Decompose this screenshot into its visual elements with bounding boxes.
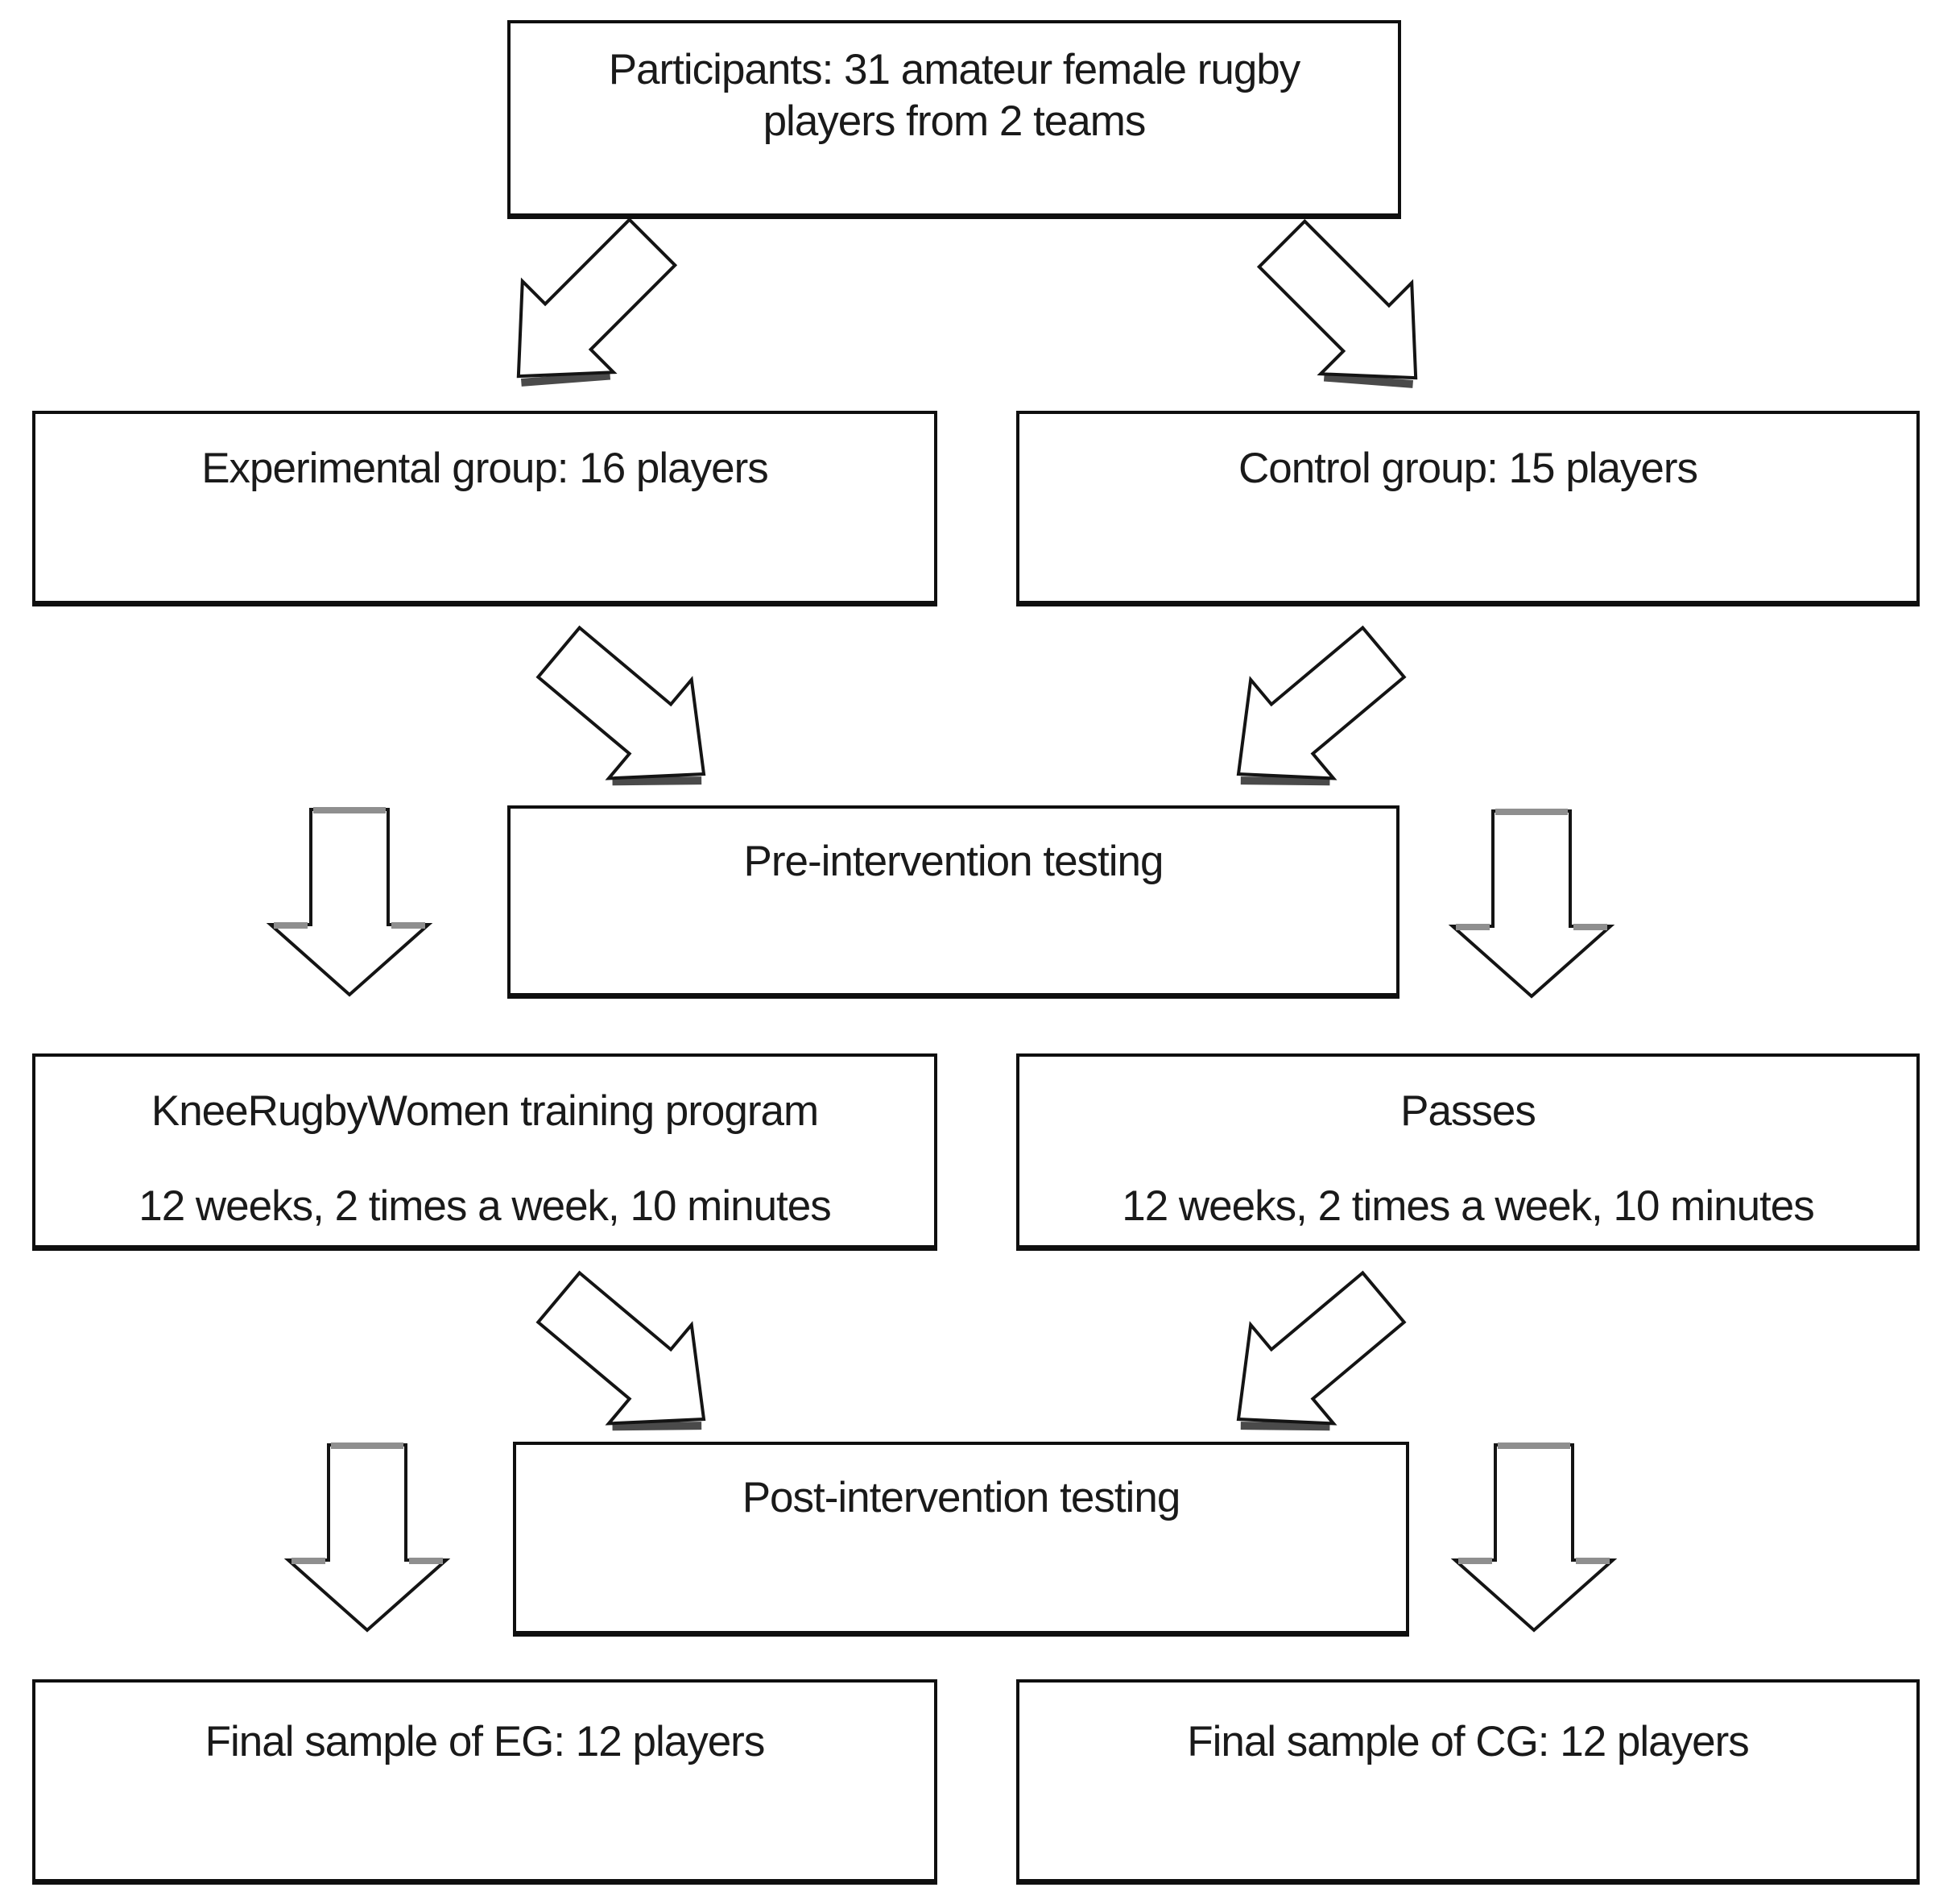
final-sample-eg-box: Final sample of EG: 12 players <box>32 1679 937 1885</box>
training-to-post-testing-arrow <box>518 1248 747 1471</box>
participants-text-line2: players from 2 teams <box>763 97 1147 145</box>
experimental-group-label: Experimental group: 16 players <box>201 445 769 492</box>
passes-to-post-testing-arrow <box>1195 1248 1424 1471</box>
training-program-box: KneeRugbyWomen training program 12 weeks… <box>32 1053 937 1251</box>
training-program-title: KneeRugbyWomen training program <box>151 1087 819 1135</box>
final-sample-cg-label: Final sample of CG: 12 players <box>1187 1718 1750 1765</box>
post-intervention-testing-box: Post-intervention testing <box>513 1442 1409 1637</box>
final-sample-eg-label: Final sample of EG: 12 players <box>205 1718 766 1765</box>
passes-detail: 12 weeks, 2 times a week, 10 minutes <box>1122 1182 1815 1230</box>
participants-to-experimental-arrow <box>471 197 697 423</box>
control-group-box: Control group: 15 players <box>1016 411 1920 606</box>
passes-box: Passes 12 weeks, 2 times a week, 10 minu… <box>1016 1053 1920 1251</box>
experimental-column-down-arrow-post <box>288 1445 446 1630</box>
control-to-pre-testing-arrow <box>1195 603 1424 826</box>
control-group-label: Control group: 15 players <box>1238 445 1698 492</box>
training-program-detail: 12 weeks, 2 times a week, 10 minutes <box>138 1182 832 1230</box>
participants-text-line1: Participants: 31 amateur female rugby <box>608 46 1301 93</box>
final-sample-cg-box: Final sample of CG: 12 players <box>1016 1679 1920 1885</box>
pre-intervention-testing-box: Pre-intervention testing <box>507 805 1399 999</box>
experimental-to-pre-testing-arrow <box>518 603 747 826</box>
control-column-down-arrow-pre <box>1453 811 1610 996</box>
post-intervention-testing-label: Post-intervention testing <box>742 1474 1181 1521</box>
participants-to-control-arrow <box>1236 198 1462 424</box>
participants-box: Participants: 31 amateur female rugby pl… <box>507 20 1401 219</box>
pre-intervention-testing-label: Pre-intervention testing <box>743 838 1164 885</box>
passes-title: Passes <box>1400 1087 1536 1135</box>
control-column-down-arrow-post <box>1455 1445 1613 1630</box>
experimental-column-down-arrow-pre <box>271 809 428 995</box>
experimental-group-box: Experimental group: 16 players <box>32 411 937 606</box>
